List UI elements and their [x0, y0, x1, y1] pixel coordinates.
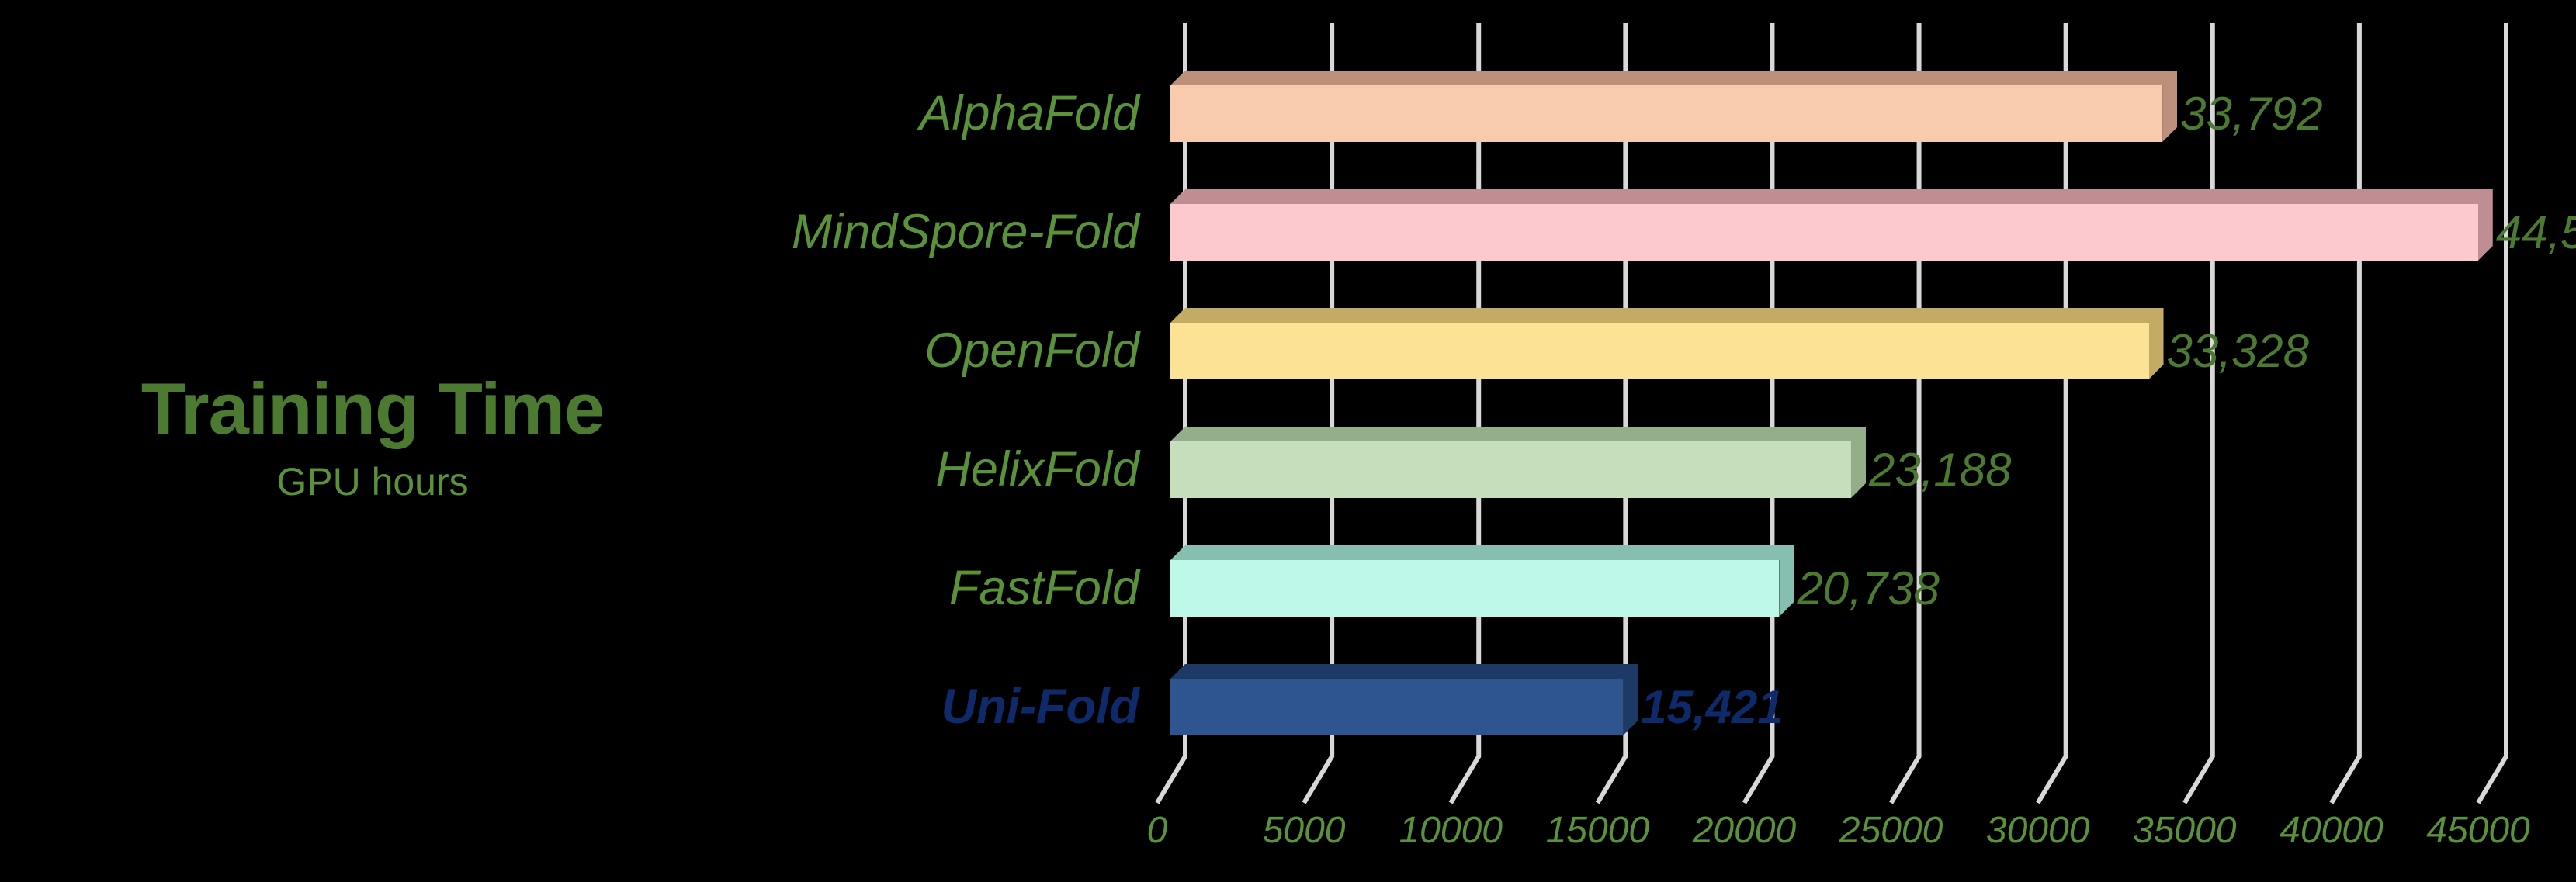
bar-top-face: [1170, 308, 2164, 323]
category-label-alphafold: AlphaFold: [919, 85, 1139, 140]
x-tick-label-0: 0: [1146, 810, 1168, 851]
value-label-openfold: 33,328: [2166, 324, 2310, 377]
bar-top-face: [1170, 189, 2493, 204]
bar-front-face: [1170, 679, 1624, 735]
value-label-helixfold: 23,188: [1869, 443, 2012, 496]
x-tick-label-5000: 5000: [1262, 810, 1346, 851]
category-label-openfold: OpenFold: [924, 323, 1139, 378]
x-tick-label-30000: 30000: [1985, 810, 2090, 851]
chart-subtitle: GPU hours: [276, 460, 469, 503]
gridline: [1155, 23, 1187, 804]
gridline: [1448, 23, 1482, 804]
chart-title-block: Training Time GPU hours: [0, 368, 745, 503]
category-label-mindspore-fold: MindSpore-Fold: [791, 204, 1139, 259]
bar-front-face: [1170, 560, 1780, 617]
category-label-fastfold: FastFold: [948, 560, 1139, 615]
gridline: [1595, 23, 1628, 804]
bar-uni-fold: [1170, 664, 1638, 735]
page-title: Training Time: [140, 368, 605, 449]
value-label-uni-fold: 15,421: [1641, 680, 1784, 733]
bar-side-face: [2477, 189, 2493, 261]
gridline: [2476, 23, 2508, 804]
bar-side-face: [2162, 71, 2178, 142]
bar-side-face: [2148, 308, 2164, 379]
bar-side-face: [1779, 545, 1794, 617]
bar-fastfold: [1170, 545, 1794, 617]
x-tick-label-20000: 20000: [1692, 810, 1797, 851]
bar-side-face: [1851, 427, 1867, 498]
gridline: [1742, 23, 1775, 804]
x-tick-label-45000: 45000: [2426, 810, 2530, 851]
bar-openfold: [1170, 308, 2164, 379]
bar-top-face: [1170, 427, 1867, 441]
x-tick-label-10000: 10000: [1399, 810, 1503, 851]
category-label-uni-fold: Uni-Fold: [941, 679, 1139, 734]
x-tick-label-25000: 25000: [1839, 810, 1943, 851]
bar-front-face: [1170, 85, 2163, 142]
gridline: [2036, 23, 2068, 804]
gridline: [2329, 23, 2362, 804]
bar-front-face: [1170, 441, 1852, 498]
bar-front-face: [1170, 204, 2478, 261]
bar-alphafold: [1170, 71, 2178, 142]
x-tick-label-35000: 35000: [2133, 810, 2237, 851]
bar-front-face: [1170, 323, 2149, 379]
category-label-helixfold: HelixFold: [935, 441, 1139, 496]
x-tick-label-15000: 15000: [1545, 810, 1650, 851]
value-label-mindspore-fold: 44,544: [2495, 206, 2576, 258]
value-label-alphafold: 33,792: [2180, 87, 2323, 140]
bar-top-face: [1170, 545, 1794, 560]
gridline: [2182, 23, 2215, 804]
bar-top-face: [1170, 664, 1638, 679]
gridline: [1302, 23, 1335, 804]
x-tick-label-40000: 40000: [2280, 810, 2384, 851]
bar-helixfold: [1170, 427, 1867, 498]
bar-mindspore-fold: [1170, 189, 2493, 261]
bar-top-face: [1170, 71, 2178, 85]
gridline: [1888, 23, 1922, 804]
value-label-fastfold: 20,738: [1797, 562, 1940, 614]
bar-side-face: [1623, 664, 1638, 735]
